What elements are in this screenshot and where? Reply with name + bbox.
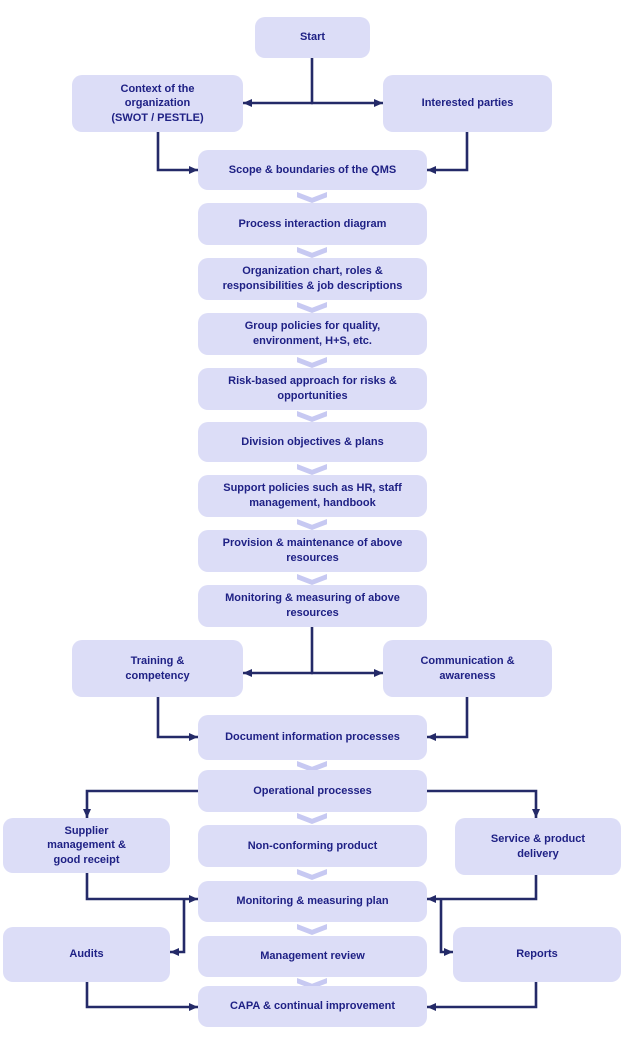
node-capa: CAPA & continual improvement [198, 986, 427, 1027]
arrow-operational-to-supplier [83, 789, 198, 818]
arrow-reports-to-capa [427, 982, 538, 1011]
node-process-interaction-label: Process interaction diagram [238, 217, 387, 230]
node-monitoring-resources-label: Monitoring & measuring of above resource… [225, 592, 400, 619]
node-communication-label: Communication & awareness [420, 654, 515, 682]
chevron-down-icon [297, 192, 327, 203]
node-division-objectives-label: Division objectives & plans [241, 435, 384, 448]
chevron-down-icon [297, 464, 327, 475]
node-group-policies: Group policies for quality, environment,… [198, 313, 427, 355]
node-audits: Audits [3, 927, 170, 982]
node-training-label: Training & competency [125, 654, 190, 682]
chevron-down-icon [297, 813, 327, 824]
arrow-communication-to-docinfo [427, 697, 469, 741]
node-supplier: Supplier management & good receipt [3, 818, 170, 873]
arrow-interested-to-scope [427, 132, 469, 174]
node-risk-based: Risk-based approach for risks & opportun… [198, 368, 427, 410]
chevron-down-icon [297, 519, 327, 530]
node-support-policies: Support policies such as HR, staff manag… [198, 475, 427, 517]
node-non-conforming-label: Non-conforming product [247, 839, 378, 852]
arrow-supplier-to-monitoring-plan [85, 873, 198, 903]
node-division-objectives: Division objectives & plans [198, 422, 427, 462]
node-management-review: Management review [198, 936, 427, 977]
node-start-label: Start [299, 31, 326, 44]
node-supplier-label: Supplier management & good receipt [47, 824, 126, 866]
node-process-interaction: Process interaction diagram [198, 203, 427, 245]
node-communication: Communication & awareness [383, 640, 552, 697]
node-support-policies-label: Support policies such as HR, staff manag… [223, 482, 402, 509]
node-monitoring-plan: Monitoring & measuring plan [198, 881, 427, 922]
node-scope: Scope & boundaries of the QMS [198, 150, 427, 190]
node-provision: Provision & maintenance of above resourc… [198, 530, 427, 572]
chevron-down-icon [297, 869, 327, 880]
chevron-down-icon [297, 302, 327, 313]
node-service-delivery: Service & product delivery [455, 818, 621, 875]
chevron-down-icon [297, 357, 327, 368]
arrow-operational-to-service [427, 789, 540, 818]
chevron-down-icon [297, 574, 327, 585]
node-interested-parties: Interested parties [383, 75, 552, 132]
node-service-delivery-label: Service & product delivery [490, 832, 586, 860]
node-start: Start [255, 17, 370, 58]
node-doc-info: Document information processes [198, 715, 427, 760]
node-monitoring-resources: Monitoring & measuring of above resource… [198, 585, 427, 627]
node-non-conforming: Non-conforming product [198, 825, 427, 867]
arrow-branch-to-audits [170, 900, 186, 956]
chevron-down-icon [297, 411, 327, 422]
node-reports: Reports [453, 927, 621, 982]
chevron-down-icon [297, 247, 327, 258]
node-risk-based-label: Risk-based approach for risks & opportun… [228, 375, 397, 402]
node-audits-label: Audits [69, 948, 104, 961]
node-interested-parties-label: Interested parties [421, 97, 514, 110]
node-group-policies-label: Group policies for quality, environment,… [244, 320, 381, 347]
node-monitoring-plan-label: Monitoring & measuring plan [236, 895, 389, 908]
chevron-down-icon [297, 924, 327, 935]
node-operational-label: Operational processes [253, 784, 372, 797]
node-org-chart: Organization chart, roles & responsibili… [198, 258, 427, 300]
node-doc-info-label: Document information processes [225, 731, 400, 744]
node-training: Training & competency [72, 640, 243, 697]
arrow-context-to-scope [156, 132, 198, 174]
node-org-chart-label: Organization chart, roles & responsibili… [222, 265, 403, 292]
node-operational: Operational processes [198, 770, 427, 812]
node-reports-label: Reports [516, 948, 558, 961]
node-capa-label: CAPA & continual improvement [229, 1000, 396, 1013]
node-provision-label: Provision & maintenance of above resourc… [222, 537, 403, 564]
node-scope-label: Scope & boundaries of the QMS [228, 163, 397, 176]
arrow-service-to-monitoring-plan [427, 875, 538, 903]
node-management-review-label: Management review [260, 950, 365, 963]
arrow-branch-to-reports [439, 900, 453, 956]
node-context: Context of the organization (SWOT / PEST… [72, 75, 243, 132]
arrow-audits-to-capa [85, 982, 198, 1011]
arrow-training-to-docinfo [156, 697, 198, 741]
node-context-label: Context of the organization (SWOT / PEST… [111, 82, 204, 124]
